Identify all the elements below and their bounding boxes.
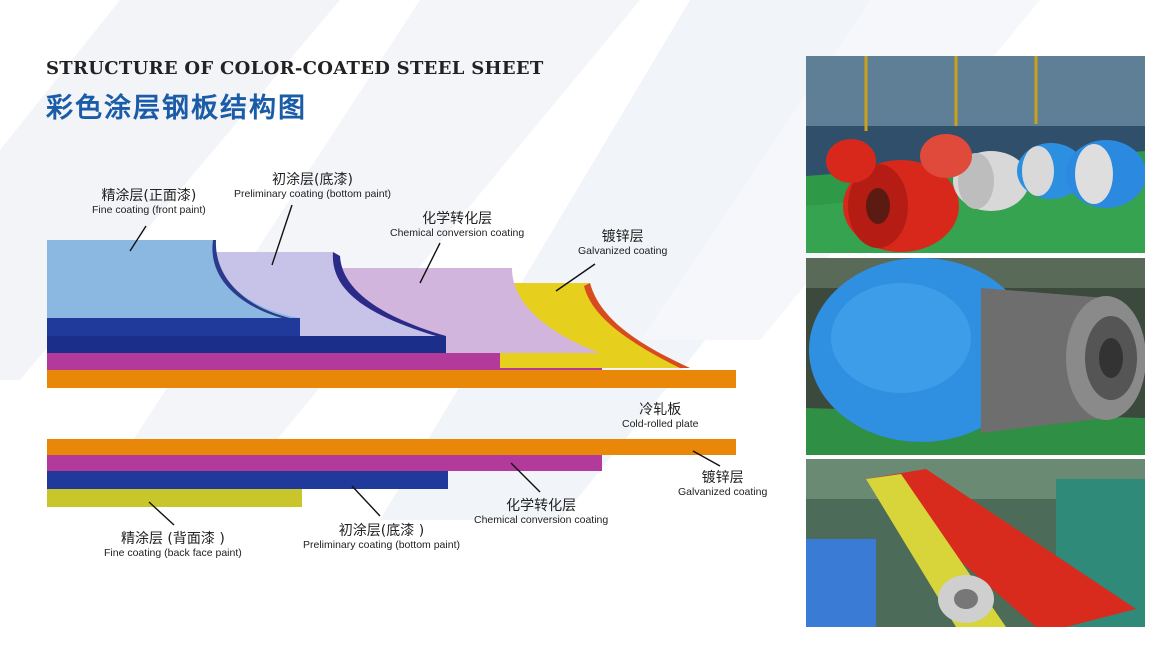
- leader-chem-bottom: [510, 462, 541, 493]
- label-chem-top: 化学转化层 Chemical conversion coating: [390, 211, 525, 240]
- label-prelim-bottom: 初涂层(底漆 ) Preliminary coating (bottom pai…: [303, 523, 460, 552]
- leader-galv-top: [555, 263, 596, 292]
- label-galv-bottom: 镀锌层 Galvanized coating: [678, 470, 768, 499]
- band-magenta-bottom: [47, 455, 602, 471]
- title-english: STRUCTURE OF COLOR-COATED STEEL SHEET: [46, 58, 544, 79]
- band-magenta-top: [47, 353, 602, 370]
- leader-prelim-bottom: [351, 485, 381, 517]
- band-blue-top: [47, 318, 300, 336]
- label-prelim-top: 初涂层(底漆) Preliminary coating (bottom pain…: [234, 172, 391, 201]
- band-navy-bottom: [47, 471, 448, 489]
- title-chinese: 彩色涂层钢板结构图: [46, 93, 307, 124]
- band-navy-top: [47, 336, 446, 353]
- label-fine-front: 精涂层(正面漆) Fine coating (front paint): [92, 188, 206, 217]
- label-cold-rolled: 冷轧板 Cold-rolled plate: [622, 402, 699, 431]
- band-olive-bottom: [47, 489, 302, 507]
- leader-prelim-top: [271, 204, 293, 266]
- preliminary-edge: [332, 252, 446, 336]
- band-orange-bottom: [47, 439, 736, 455]
- leader-galv-bottom: [692, 450, 721, 467]
- leader-fine-front: [129, 225, 147, 252]
- fine-coating-front: [47, 240, 300, 318]
- photo-coating-line: [806, 459, 1145, 627]
- layer-diagram: [47, 204, 736, 526]
- label-galv-top: 镀锌层 Galvanized coating: [578, 229, 668, 258]
- photo-blue-coil: [806, 258, 1145, 455]
- band-orange-top: [47, 370, 736, 388]
- leader-fine-back: [148, 501, 175, 526]
- photo-coil-warehouse: [806, 56, 1145, 253]
- leader-chem-top: [419, 242, 441, 284]
- label-chem-bottom: 化学转化层 Chemical conversion coating: [474, 498, 609, 527]
- label-fine-back: 精涂层 (背面漆 ) Fine coating (back face paint…: [104, 531, 242, 560]
